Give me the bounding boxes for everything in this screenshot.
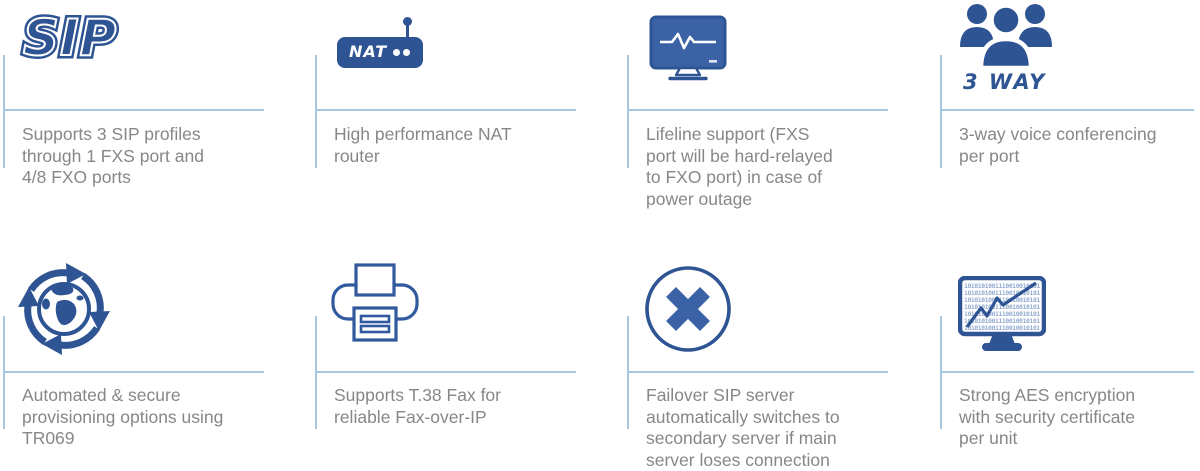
divider-horizontal [315,109,576,111]
feature-card-nat: NAT High performance NAT router [315,0,625,234]
failover-x-icon [645,266,731,352]
binary-row: 10101010011100100101010101 [964,303,1046,311]
divider-horizontal [627,109,888,111]
binary-row: 10101010011100100101010101 [964,289,1046,297]
feature-text: 3-way voice conferencing per port [959,124,1157,166]
antenna-dot-icon [403,17,412,26]
binary-row: 10101010011100100101010101 [964,317,1046,325]
nat-router-icon: NAT [337,17,427,71]
lifeline-monitor-icon [649,15,727,81]
binary-row: 10101010011100100101010101 [964,296,1046,304]
feature-text: Supports 3 SIP profiles through 1 FXS po… [22,124,204,187]
divider-vertical [940,55,942,168]
encryption-monitor-icon: 10101010011100100101010101 1010101001110… [958,276,1046,351]
sip-logo-icon: SIP SIP [19,9,163,68]
feature-card-lifeline: Lifeline support (FXS port will be hard-… [627,0,937,234]
sip-logo-text: SIP [22,9,118,67]
binary-row: 10101010011100100101010101 [964,282,1046,290]
divider-horizontal [940,371,1194,373]
divider-vertical [627,55,629,168]
divider-horizontal [940,109,1194,111]
sip-logo-text: SIP [19,9,119,68]
feature-card-failover: Failover SIP server automatically switch… [627,235,937,470]
binary-row: 10101010011100100101010101 [964,324,1046,332]
feature-text: Automated & secure provisioning options … [22,385,224,448]
three-way-label: 3 WAY [963,70,1047,94]
globe-sync-icon [18,263,110,355]
sync-arrows [18,263,110,355]
divider-vertical [315,55,317,168]
feature-text: Lifeline support (FXS port will be hard-… [646,124,833,209]
feature-text: Failover SIP server automatically switch… [646,385,840,470]
three-people-icon [960,3,1052,69]
feature-text: High performance NAT router [334,124,512,166]
router-body: NAT [337,37,423,68]
feature-card-provisioning: Automated & secure provisioning options … [3,235,313,469]
feature-card-fax: Supports T.38 Fax for reliable Fax-over-… [315,235,625,469]
divider-horizontal [3,371,264,373]
divider-horizontal [627,371,888,373]
feature-text: Supports T.38 Fax for reliable Fax-over-… [334,385,501,427]
router-led-icon [403,49,410,56]
nat-label: NAT [349,42,388,61]
router-led-icon [393,49,400,56]
divider-horizontal [3,109,264,111]
binary-row: 10101010011100100101010101 [964,310,1046,318]
divider-vertical [3,55,5,168]
feature-card-sip: SIP SIP Supports 3 SIP profiles through … [3,0,313,234]
feature-card-encryption: 10101010011100100101010101 1010101001110… [940,235,1200,469]
antenna-icon [406,23,409,39]
feature-text: Strong AES encryption with security cert… [959,385,1136,448]
feature-card-conferencing: 3 WAY 3-way voice conferencing per port [940,0,1200,234]
fax-printer-icon [331,263,419,342]
divider-horizontal [315,371,576,373]
